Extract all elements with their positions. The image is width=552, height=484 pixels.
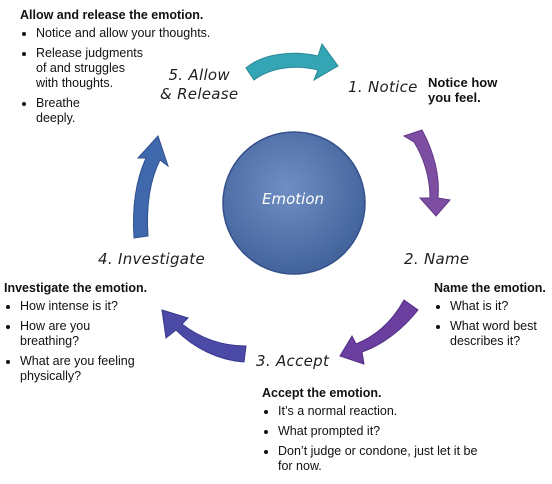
stage-allow-line2: & Release <box>160 85 239 103</box>
notice-note-line1: Notice how <box>428 75 498 90</box>
investigate-panel-title: Investigate the emotion. <box>4 281 148 295</box>
arrow-allow-to-notice <box>245 42 339 82</box>
notice-note-line2: you feel. <box>428 90 481 105</box>
arrow-investigate-to-allow <box>133 135 169 239</box>
accept-panel-title: Accept the emotion. <box>262 386 382 400</box>
stage-accept-label: 3. Accept <box>256 352 330 370</box>
stage-allow-line1: 5. Allow <box>168 66 230 84</box>
allow-panel: Allow and release the emotion. Notice an… <box>20 8 230 131</box>
emotion-circle <box>222 131 366 275</box>
arrow-name-to-accept <box>339 299 419 365</box>
accept-bullet-1: It’s a normal reaction. <box>278 404 482 419</box>
arrow-accept-to-investigate <box>161 309 247 363</box>
stage-allow-label: 5. Allow & Release <box>160 66 238 104</box>
investigate-panel: Investigate the emotion. How intense is … <box>4 281 174 389</box>
accept-panel: Accept the emotion. It’s a normal reacti… <box>262 386 482 479</box>
stage-investigate-label: 4. Investigate <box>98 250 206 268</box>
stage-name-label: 2. Name <box>404 250 470 268</box>
name-bullet-1: What is it? <box>450 299 550 314</box>
allow-panel-title: Allow and release the emotion. <box>20 8 204 22</box>
emotion-label: Emotion <box>262 190 324 208</box>
investigate-bullet-2: How are you breathing? <box>20 319 110 349</box>
investigate-bullet-1: How intense is it? <box>20 299 174 314</box>
name-bullet-2: What word best describes it? <box>450 319 542 349</box>
notice-note: Notice how you feel. <box>428 75 497 105</box>
stage-notice-label: 1. Notice <box>348 78 418 96</box>
name-panel-title: Name the emotion. <box>434 281 546 295</box>
accept-bullet-2: What prompted it? <box>278 424 482 439</box>
allow-bullet-2: Release judgments of and struggles with … <box>36 46 146 91</box>
allow-bullet-3: Breathe deeply. <box>36 96 106 126</box>
investigate-bullet-3: What are you feeling physically? <box>20 354 160 384</box>
name-panel: Name the emotion. What is it? What word … <box>434 281 550 354</box>
accept-bullet-3: Don’t judge or condone, just let it be f… <box>278 444 478 474</box>
allow-bullet-1: Notice and allow your thoughts. <box>36 26 236 41</box>
arrow-notice-to-name <box>402 129 451 217</box>
